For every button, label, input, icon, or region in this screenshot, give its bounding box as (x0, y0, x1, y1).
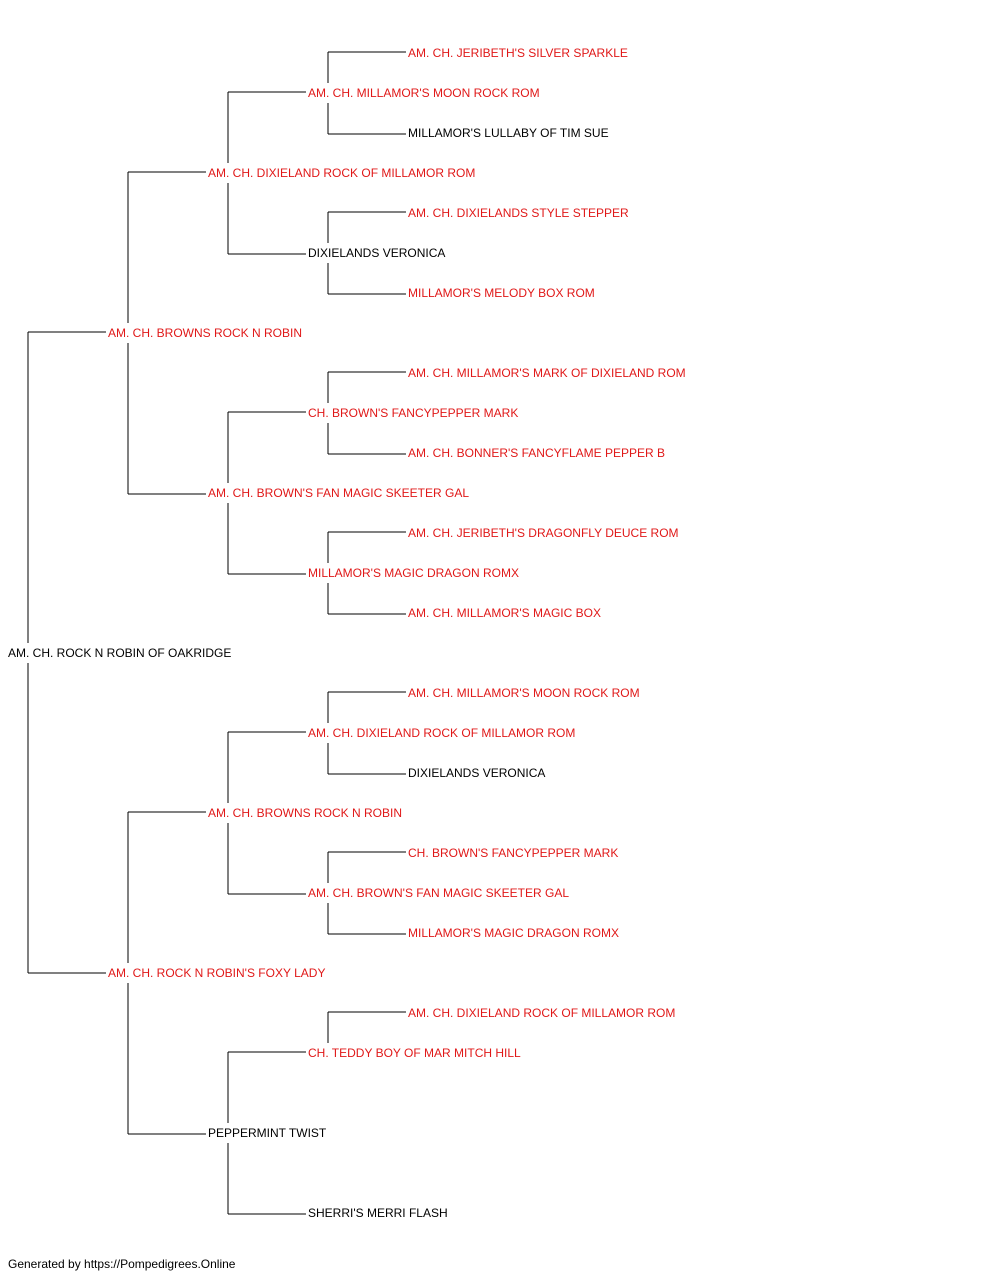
pedigree-node: AM. CH. MILLAMOR'S MAGIC BOX (408, 606, 601, 620)
pedigree-node: AM. CH. BROWN'S FAN MAGIC SKEETER GAL (308, 886, 569, 900)
pedigree-node: MILLAMOR'S MAGIC DRAGON ROMX (308, 566, 519, 580)
pedigree-node: DIXIELANDS VERONICA (308, 246, 445, 260)
pedigree-node: AM. CH. JERIBETH'S SILVER SPARKLE (408, 46, 628, 60)
pedigree-node: CH. BROWN'S FANCYPEPPER MARK (408, 846, 618, 860)
pedigree-node: CH. BROWN'S FANCYPEPPER MARK (308, 406, 518, 420)
pedigree-node: AM. CH. MILLAMOR'S MOON ROCK ROM (308, 86, 540, 100)
pedigree-node: AM. CH. BROWN'S FAN MAGIC SKEETER GAL (208, 486, 469, 500)
pedigree-node: AM. CH. JERIBETH'S DRAGONFLY DEUCE ROM (408, 526, 679, 540)
pedigree-node: SHERRI'S MERRI FLASH (308, 1206, 448, 1220)
pedigree-node: AM. CH. MILLAMOR'S MARK OF DIXIELAND ROM (408, 366, 686, 380)
pedigree-node: CH. TEDDY BOY OF MAR MITCH HILL (308, 1046, 521, 1060)
pedigree-node: PEPPERMINT TWIST (208, 1126, 327, 1140)
pedigree-node: MILLAMOR'S MAGIC DRAGON ROMX (408, 926, 619, 940)
pedigree-node: AM. CH. BROWNS ROCK N ROBIN (208, 806, 402, 820)
pedigree-node: AM. CH. DIXIELAND ROCK OF MILLAMOR ROM (308, 726, 575, 740)
pedigree-node: AM. CH. BROWNS ROCK N ROBIN (108, 326, 302, 340)
pedigree-node: MILLAMOR'S LULLABY OF TIM SUE (408, 126, 609, 140)
pedigree-tree: AM. CH. ROCK N ROBIN OF OAKRIDGE AM. CH. … (8, 46, 686, 1220)
pedigree-node: MILLAMOR'S MELODY BOX ROM (408, 286, 595, 300)
pedigree-node: AM. CH. DIXIELAND ROCK OF MILLAMOR ROM (208, 166, 475, 180)
pedigree-node: AM. CH. MILLAMOR'S MOON ROCK ROM (408, 686, 640, 700)
pedigree-node: AM. CH. ROCK N ROBIN OF OAKRIDGE (8, 646, 231, 660)
pedigree-node: AM. CH. DIXIELANDS STYLE STEPPER (408, 206, 629, 220)
pedigree-node: AM. CH. ROCK N ROBIN'S FOXY LADY (108, 966, 325, 980)
footer-credit: Generated by https://Pompedigrees.Online (8, 1257, 236, 1271)
pedigree-node: AM. CH. BONNER'S FANCYFLAME PEPPER B (408, 446, 665, 460)
pedigree-node: AM. CH. DIXIELAND ROCK OF MILLAMOR ROM (408, 1006, 675, 1020)
pedigree-node: DIXIELANDS VERONICA (408, 766, 545, 780)
